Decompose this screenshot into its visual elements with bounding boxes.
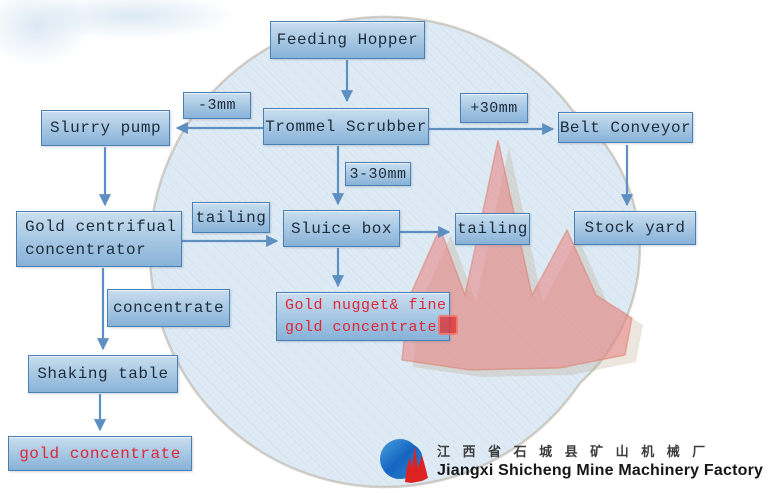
node-gold-centrifugal-concentrator: Gold centrifual concentrator: [16, 211, 182, 267]
node-sluice-box: Sluice box: [283, 210, 400, 247]
company-footer: 江 西 省 石 城 县 矿 山 机 械 厂 Jiangxi Shicheng M…: [437, 441, 763, 480]
node-size-plus-30mm: +30mm: [460, 93, 528, 123]
company-logo-icon: [379, 439, 428, 483]
node-shaking-table: Shaking table: [28, 355, 178, 393]
node-stock-yard: Stock yard: [574, 211, 696, 245]
company-name-english: Jiangxi Shicheng Mine Machinery Factory: [437, 462, 764, 479]
seal-stamp-icon: [438, 315, 458, 335]
node-belt-conveyor: Belt Conveyor: [558, 112, 693, 143]
logo-mountain: [405, 446, 428, 483]
node-slurry-pump: Slurry pump: [41, 110, 170, 146]
node-gold-concentrate: gold concentrate: [8, 436, 192, 471]
node-tailing-right: tailing: [455, 213, 530, 245]
node-size-3-30mm: 3-30mm: [345, 162, 411, 186]
node-trommel-scrubber: Trommel Scrubber: [263, 108, 429, 145]
node-gold-nugget-fine-concentrate: Gold nugget& fine gold concentrate: [276, 292, 450, 341]
watermark-smudge: [0, 0, 92, 66]
node-tailing-left: tailing: [192, 202, 270, 233]
company-name-chinese: 江 西 省 石 城 县 矿 山 机 械 厂: [437, 445, 710, 460]
node-concentrate: concentrate: [107, 289, 230, 327]
node-size-minus-3mm: -3mm: [183, 92, 251, 119]
node-feeding-hopper: Feeding Hopper: [270, 21, 425, 59]
